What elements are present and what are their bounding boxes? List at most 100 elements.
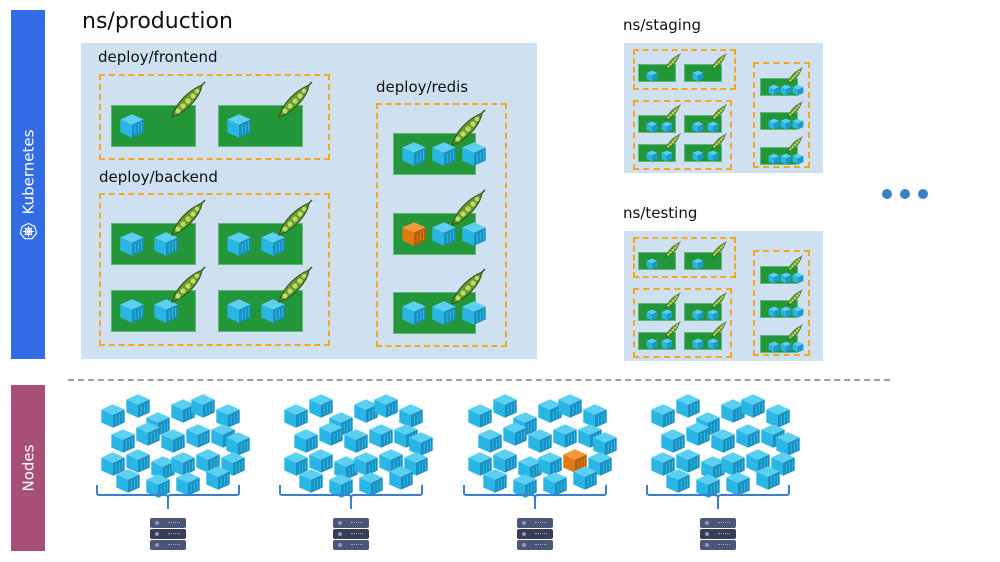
node-brace bbox=[278, 483, 424, 515]
pea-pod-icon bbox=[663, 241, 681, 263]
container-icon bbox=[431, 300, 457, 330]
pea-pod-icon bbox=[709, 53, 727, 75]
container-icon bbox=[768, 150, 780, 169]
container-icon bbox=[388, 465, 414, 495]
deployment-title-backend: deploy/backend bbox=[99, 168, 218, 186]
pea-pod-icon bbox=[785, 324, 803, 346]
container-icon bbox=[646, 335, 658, 354]
container-icon bbox=[661, 335, 673, 354]
container-icon bbox=[792, 115, 804, 134]
container-icon bbox=[725, 471, 751, 501]
server-icon bbox=[150, 518, 186, 551]
server-icon bbox=[700, 518, 736, 551]
pea-pod-icon bbox=[446, 189, 486, 233]
container-icon bbox=[646, 118, 658, 137]
container-icon bbox=[592, 431, 618, 461]
container-icon bbox=[226, 231, 252, 261]
container-icon bbox=[780, 150, 792, 169]
kubernetes-label: Kubernetes bbox=[19, 129, 38, 214]
container-icon bbox=[755, 465, 781, 495]
container-icon bbox=[401, 221, 427, 251]
container-icon bbox=[675, 448, 701, 478]
container-icon bbox=[527, 428, 553, 458]
kubernetes-sidebar: Kubernetes bbox=[11, 10, 45, 359]
deployment-title-redis: deploy/redis bbox=[376, 78, 469, 96]
node-brace bbox=[645, 483, 791, 515]
pea-pod-icon bbox=[273, 199, 313, 243]
container-icon bbox=[110, 428, 136, 458]
node-brace bbox=[462, 483, 608, 515]
container-icon bbox=[720, 451, 746, 481]
container-icon bbox=[358, 471, 384, 501]
container-icon bbox=[792, 81, 804, 100]
container-icon bbox=[661, 147, 673, 166]
container-icon bbox=[492, 393, 518, 423]
container-icon bbox=[378, 448, 404, 478]
container-icon bbox=[646, 147, 658, 166]
container-icon bbox=[675, 393, 701, 423]
pea-pod-icon bbox=[166, 266, 206, 310]
container-icon bbox=[398, 403, 424, 433]
container-icon bbox=[768, 338, 780, 357]
container-icon bbox=[768, 81, 780, 100]
pea-pod-icon bbox=[166, 81, 206, 125]
container-icon bbox=[792, 150, 804, 169]
container-icon bbox=[343, 428, 369, 458]
container-icon bbox=[775, 431, 801, 461]
pea-pod-icon bbox=[785, 136, 803, 158]
container-icon bbox=[170, 451, 196, 481]
container-icon bbox=[318, 421, 344, 451]
container-icon bbox=[100, 403, 126, 433]
more-namespaces-ellipsis bbox=[882, 189, 928, 199]
container-icon bbox=[646, 306, 658, 325]
deployment-testing-3 bbox=[753, 250, 810, 356]
container-icon bbox=[552, 423, 578, 453]
container-icon bbox=[692, 147, 704, 166]
container-icon bbox=[260, 231, 286, 261]
container-icon bbox=[707, 147, 719, 166]
container-icon bbox=[650, 451, 676, 481]
container-icon bbox=[477, 428, 503, 458]
container-icon bbox=[119, 231, 145, 261]
deployment-backend[interactable] bbox=[99, 193, 330, 346]
container-icon bbox=[100, 451, 126, 481]
deployment-frontend[interactable] bbox=[99, 74, 330, 160]
container-icon bbox=[502, 421, 528, 451]
container-icon bbox=[260, 298, 286, 328]
node-brace bbox=[95, 483, 241, 515]
container-icon bbox=[467, 451, 493, 481]
node-container-cluster bbox=[283, 393, 433, 498]
container-icon bbox=[461, 221, 487, 251]
container-icon bbox=[160, 428, 186, 458]
container-icon bbox=[119, 113, 145, 143]
namespace-title-production: ns/production bbox=[82, 9, 233, 34]
container-icon bbox=[780, 81, 792, 100]
container-icon bbox=[661, 118, 673, 137]
container-icon bbox=[185, 423, 211, 453]
deployment-testing-2 bbox=[633, 288, 732, 358]
container-icon bbox=[768, 303, 780, 322]
server-icon bbox=[517, 518, 553, 551]
container-icon bbox=[792, 338, 804, 357]
helm-wheel-icon bbox=[19, 222, 37, 239]
nodes-label: Nodes bbox=[19, 444, 37, 492]
container-icon bbox=[650, 403, 676, 433]
container-icon bbox=[145, 473, 171, 503]
container-icon bbox=[467, 403, 493, 433]
deployment-redis[interactable] bbox=[376, 103, 507, 347]
container-icon bbox=[190, 393, 216, 423]
node-container-cluster bbox=[650, 393, 801, 498]
container-icon bbox=[125, 393, 151, 423]
container-icon bbox=[175, 471, 201, 501]
container-icon bbox=[665, 468, 691, 498]
container-icon bbox=[692, 306, 704, 325]
container-icon bbox=[308, 393, 334, 423]
container-icon bbox=[226, 298, 252, 328]
container-icon bbox=[119, 298, 145, 328]
container-icon bbox=[298, 468, 324, 498]
pea-pod-icon bbox=[709, 241, 727, 263]
container-icon bbox=[226, 113, 252, 143]
container-icon bbox=[512, 473, 538, 503]
container-icon bbox=[482, 468, 508, 498]
node-container-cluster bbox=[100, 393, 250, 498]
